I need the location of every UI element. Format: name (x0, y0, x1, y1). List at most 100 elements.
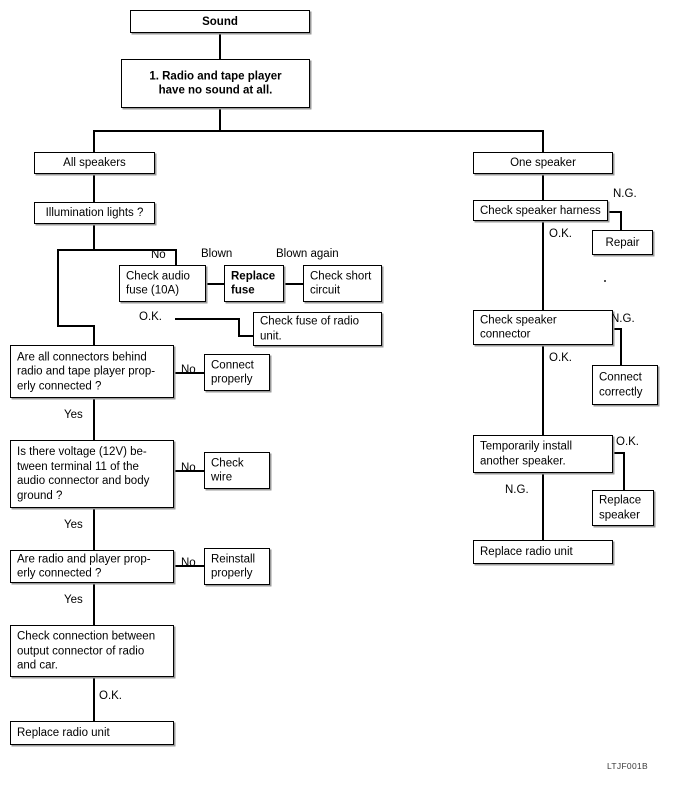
node-replace-fuse[interactable]: Replace fuse (224, 265, 284, 302)
edge-ng-harness-seg1 (606, 211, 622, 213)
edge-ok-harness-down (542, 221, 544, 310)
edge-label-yes-radio-player: Yes (64, 594, 83, 606)
node-check-wire[interactable]: Check wire (204, 452, 270, 489)
edge-connectors-to-voltage (93, 398, 95, 440)
node-reinstall-properly-label: Reinstall properly (211, 553, 256, 580)
edge-ok-temp-seg2 (623, 452, 625, 490)
edge-ok-temp-seg1 (611, 452, 625, 454)
edge-label-no-connectors: No (181, 364, 196, 376)
node-temporarily-install[interactable]: Temporarily install another speaker. (473, 435, 613, 473)
node-check-wire-label: Check wire (211, 457, 244, 484)
edge-replacefuse-to-shortcircuit (284, 283, 303, 285)
edge-ng-connector-seg1 (606, 328, 622, 330)
node-one-speaker-label: One speaker (510, 156, 576, 169)
node-replace-speaker[interactable]: Replace speaker (592, 490, 654, 526)
node-check-short-circuit[interactable]: Check short circuit (303, 265, 382, 302)
edge-label-ok-connector: O.K. (549, 352, 573, 364)
edge-ng-harness-seg2 (620, 211, 622, 230)
edge-illumination-leg-bottom (57, 325, 95, 327)
node-check-connection-output-label: Check connection between output connecto… (17, 630, 156, 672)
edge-split-bus (93, 130, 543, 132)
edge-label-yes-connectors: Yes (64, 409, 83, 421)
edge-checkconnection-to-replace (93, 677, 95, 721)
node-radio-player-connected-label: Are radio and player prop- erly connecte… (17, 553, 151, 580)
edge-voltage-to-check-wire (174, 470, 204, 472)
edge-label-ok-connection: O.K. (99, 690, 123, 702)
node-all-speakers-label: All speakers (63, 156, 126, 169)
node-check-short-circuit-label: Check short circuit (310, 270, 372, 297)
node-check-audio-fuse[interactable]: Check audio fuse (10A) (119, 265, 206, 302)
figure-code: LTJF001B (607, 761, 648, 771)
edge-voltage-to-radioplayer (93, 508, 95, 550)
edge-connectors-to-connect-properly (174, 372, 204, 374)
edge-illumination-branch-bus (57, 249, 175, 251)
edge-radioplayer-to-reinstall (174, 565, 204, 567)
edge-no-to-audio-fuse (175, 249, 177, 265)
node-illumination-lights[interactable]: Illumination lights ? (34, 202, 155, 224)
edge-label-ng-connector: N.G. (611, 313, 635, 325)
node-connect-correctly[interactable]: Connect correctly (592, 365, 658, 405)
edge-ok-fuse-seg2 (238, 318, 240, 335)
node-sound-label: Sound (202, 15, 238, 28)
edge-label-ng-temp-install: N.G. (505, 484, 529, 496)
node-all-speakers[interactable]: All speakers (34, 152, 155, 174)
edge-illumination-down (93, 224, 95, 249)
node-repair-label: Repair (605, 236, 640, 249)
node-check-connection-output[interactable]: Check connection between output connecto… (10, 625, 174, 677)
edge-label-ng-harness: N.G. (613, 188, 637, 200)
edge-label-no-illumination: No (151, 249, 166, 261)
edge-ng-connector-seg2 (620, 328, 622, 365)
node-voltage-check-label: Is there voltage (12V) be- tween termina… (17, 446, 150, 502)
node-connect-correctly-label: Connect correctly (599, 371, 643, 399)
node-repair[interactable]: Repair (592, 230, 653, 255)
node-replace-radio-unit-left-label: Replace radio unit (17, 726, 110, 739)
edge-label-blown-again: Blown again (276, 248, 339, 260)
edge-ok-connector-down (542, 345, 544, 435)
edge-bus-to-one-speaker (542, 130, 544, 152)
node-radio-player-connected[interactable]: Are radio and player prop- erly connecte… (10, 550, 174, 583)
edge-illumination-left-leg (57, 249, 59, 325)
edge-audiofuse-to-replacefuse (206, 283, 224, 285)
node-connect-properly-label: Connect properly (211, 359, 254, 386)
edge-radioplayer-to-checkconnection (93, 583, 95, 625)
edge-onespeaker-to-harness (542, 174, 544, 200)
node-reinstall-properly[interactable]: Reinstall properly (204, 548, 270, 585)
node-symptom[interactable]: 1. Radio and tape player have no sound a… (121, 59, 310, 108)
node-connectors-behind-label: Are all connectors behind radio and tape… (17, 350, 156, 392)
edge-symptom-down (219, 108, 221, 130)
edge-allspeakers-to-illumination (93, 174, 95, 202)
node-voltage-check[interactable]: Is there voltage (12V) be- tween termina… (10, 440, 174, 508)
edge-label-yes-voltage: Yes (64, 519, 83, 531)
scan-speck (604, 280, 606, 282)
node-check-speaker-connector-label: Check speaker connector (480, 314, 557, 341)
node-check-fuse-of-radio-unit[interactable]: Check fuse of radio unit. (253, 312, 382, 346)
node-check-speaker-connector[interactable]: Check speaker connector (473, 310, 613, 345)
edge-label-ok-harness: O.K. (549, 228, 573, 240)
edge-sound-to-symptom (219, 33, 221, 59)
node-replace-speaker-label: Replace speaker (599, 494, 642, 522)
node-replace-radio-unit-right[interactable]: Replace radio unit (473, 540, 613, 564)
node-check-fuse-of-radio-unit-label: Check fuse of radio unit. (260, 315, 360, 343)
node-check-speaker-harness-label: Check speaker harness (480, 204, 601, 217)
edge-label-no-radio-player: No (181, 557, 196, 569)
edge-label-no-voltage: No (181, 462, 196, 474)
edge-to-connectors-box (93, 325, 95, 345)
node-replace-radio-unit-left[interactable]: Replace radio unit (10, 721, 174, 745)
node-one-speaker[interactable]: One speaker (473, 152, 613, 174)
edge-label-blown: Blown (201, 248, 233, 260)
node-connect-properly[interactable]: Connect properly (204, 354, 270, 391)
edge-ok-fuse-seg1 (175, 318, 239, 320)
node-connectors-behind[interactable]: Are all connectors behind radio and tape… (10, 345, 174, 398)
edge-ok-fuse-seg3 (238, 335, 253, 337)
node-temporarily-install-label: Temporarily install another speaker. (480, 440, 573, 468)
edge-label-ok-fuse: O.K. (139, 311, 163, 323)
node-replace-radio-unit-right-label: Replace radio unit (480, 545, 573, 558)
node-check-speaker-harness[interactable]: Check speaker harness (473, 200, 608, 221)
edge-bus-to-all-speakers (93, 130, 95, 152)
node-check-audio-fuse-label: Check audio fuse (10A) (126, 270, 190, 297)
edge-label-ok-temp-install: O.K. (616, 436, 640, 448)
node-symptom-label: 1. Radio and tape player have no sound a… (149, 70, 282, 97)
node-sound[interactable]: Sound (130, 10, 310, 33)
node-illumination-lights-label: Illumination lights ? (45, 206, 144, 219)
